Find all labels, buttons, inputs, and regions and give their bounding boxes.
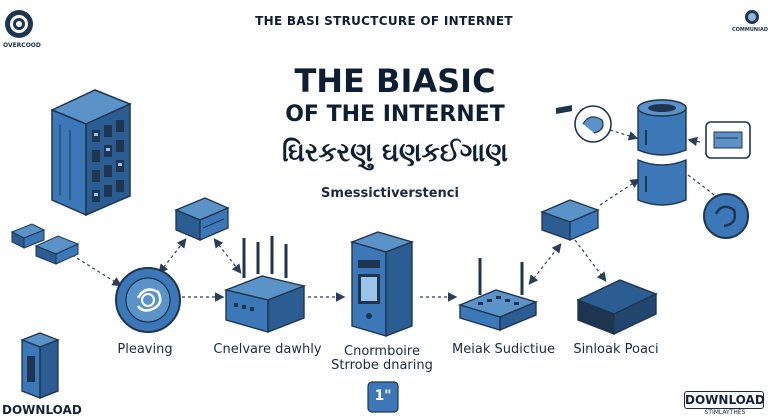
partner-logo-text: COMMUNIAD [732,27,768,33]
partner-logo-icon [745,10,759,24]
download-right-caption: STIMLAYTHES [704,409,746,416]
link-window-to-db [687,136,701,147]
pc-block-icon [576,279,658,336]
server-tower-icon [349,231,415,338]
node-label-pleaving: Pleaving [117,342,173,357]
brand-logo-icon [5,10,33,38]
router-icon [223,236,307,334]
link-switch-to-box [528,243,562,285]
download-left-button[interactable]: DOWNLOAD [2,403,82,417]
step-badge: 1" [374,388,392,404]
link-pleaving-to-hub [158,238,187,274]
browser-window-icon [705,121,751,159]
server-rack-icon [50,89,132,217]
hub-device-icon [174,197,230,241]
world-icon [703,193,749,239]
headline-line-2: OF THE INTERNET [285,102,505,127]
node-label-sinloak: Sinloak Poaci [573,342,659,357]
node-label-cnormboire: Cnormboire Strrobe dnaring [331,344,433,373]
link-box-to-pc [574,239,607,282]
network-switch-icon [457,258,539,332]
link-hub-to-router [213,238,242,274]
node-label-meiak: Meiak Sudictiue [452,342,555,357]
subtitle: Smessictiverstenci [321,186,459,201]
database-icon [637,99,687,206]
brand-logo-text: OVERCOOD [3,42,41,49]
download-right-button[interactable]: DOWNLOAD [684,391,765,409]
cabinet-icon [20,332,60,399]
switch-left-icon [10,223,80,265]
page-title: THE BASI STRUCTCURE OF INTERNET [255,14,513,28]
headline-line-1: THE BIASIC [294,62,496,100]
storage-box-icon [540,105,600,241]
headline-line-3: ઘિરકરણુ ઘણકઈગાણ [282,138,508,168]
step-badge-bg [367,381,399,413]
link-box-to-db [599,178,641,206]
cloud-globe-icon [574,105,612,143]
link-globe-to-db [609,129,639,141]
link-switch-to-pleaving [71,254,123,287]
globe-icon [115,267,181,333]
node-label-cnelvare: Cnelvare dawhly [213,342,322,357]
